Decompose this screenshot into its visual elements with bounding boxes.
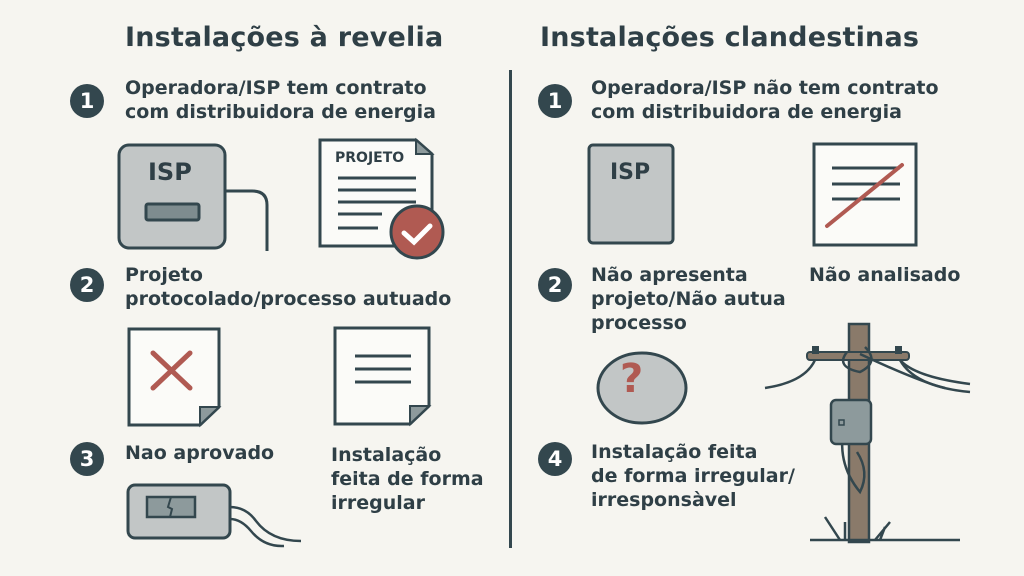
left-step2-line1: Projeto (125, 264, 203, 286)
right-step1-line1: Operadora/ISP não tem contrato (591, 77, 939, 99)
isp-label: ISP (148, 158, 192, 186)
broken-device-icon (126, 483, 302, 548)
left-step1-line1: Operadora/ISP tem contrato (125, 77, 427, 99)
right-step4-text: Instalação feita de forma irregular/ irr… (591, 440, 795, 512)
left-step3-label: Nao aprovado (125, 442, 275, 464)
right-step-badge-4: 4 (538, 442, 572, 476)
right-title: Instalações clandestinas (540, 22, 920, 53)
right-step2-text: Não apresenta projeto/Não autua processo (591, 263, 786, 335)
right-step1-line2: com distribuidora de energia (591, 101, 902, 123)
step-badge-1: 1 (70, 84, 104, 118)
project-doc-label: PROJETO (335, 150, 405, 166)
right-step4-line2: de forma irregular/ (591, 465, 795, 487)
right-step1-text: Operadora/ISP não tem contrato com distr… (591, 76, 939, 124)
not-analyzed-label: Não analisado (809, 264, 961, 286)
question-bubble-icon (596, 351, 688, 425)
right-step2-line3: processo (591, 312, 687, 334)
blank-document-icon (333, 326, 432, 427)
right-step2-line1: Não apresenta (591, 264, 748, 286)
left-step2-line2: protocolado/processo autuado (125, 288, 452, 310)
right-step-badge-2: 2 (538, 268, 572, 302)
not-analyzed-document-icon (812, 142, 918, 247)
isp-box-icon (587, 143, 675, 245)
step-badge-2: 2 (70, 268, 104, 302)
approved-project-document-icon (318, 137, 445, 260)
irregular-line2: feita de forma (331, 468, 484, 490)
right-step-badge-1: 1 (538, 84, 572, 118)
right-step2-line2: projeto/Não autua (591, 288, 786, 310)
left-step2-text: Projeto protocolado/processo autuado (125, 263, 451, 311)
irregular-line1: Instalação (331, 444, 442, 466)
right-isp-label: ISP (610, 160, 651, 185)
left-step1-line2: com distribuidora de energia (125, 101, 436, 123)
step-badge-3: 3 (70, 442, 104, 476)
utility-pole-icon (764, 322, 971, 544)
question-mark-icon: ? (620, 356, 644, 402)
irregular-line3: irregular (331, 492, 425, 514)
rejected-document-icon (127, 327, 222, 428)
left-title: Instalações à revelia (125, 22, 444, 53)
right-step4-line1: Instalação feita (591, 441, 758, 463)
irregular-installation-text: Instalação feita de forma irregular (331, 443, 484, 515)
right-step4-line3: irresponsàvel (591, 489, 737, 511)
column-divider (509, 70, 512, 548)
isp-device-icon (117, 143, 269, 251)
left-step1-text: Operadora/ISP tem contrato com distribui… (125, 76, 436, 124)
